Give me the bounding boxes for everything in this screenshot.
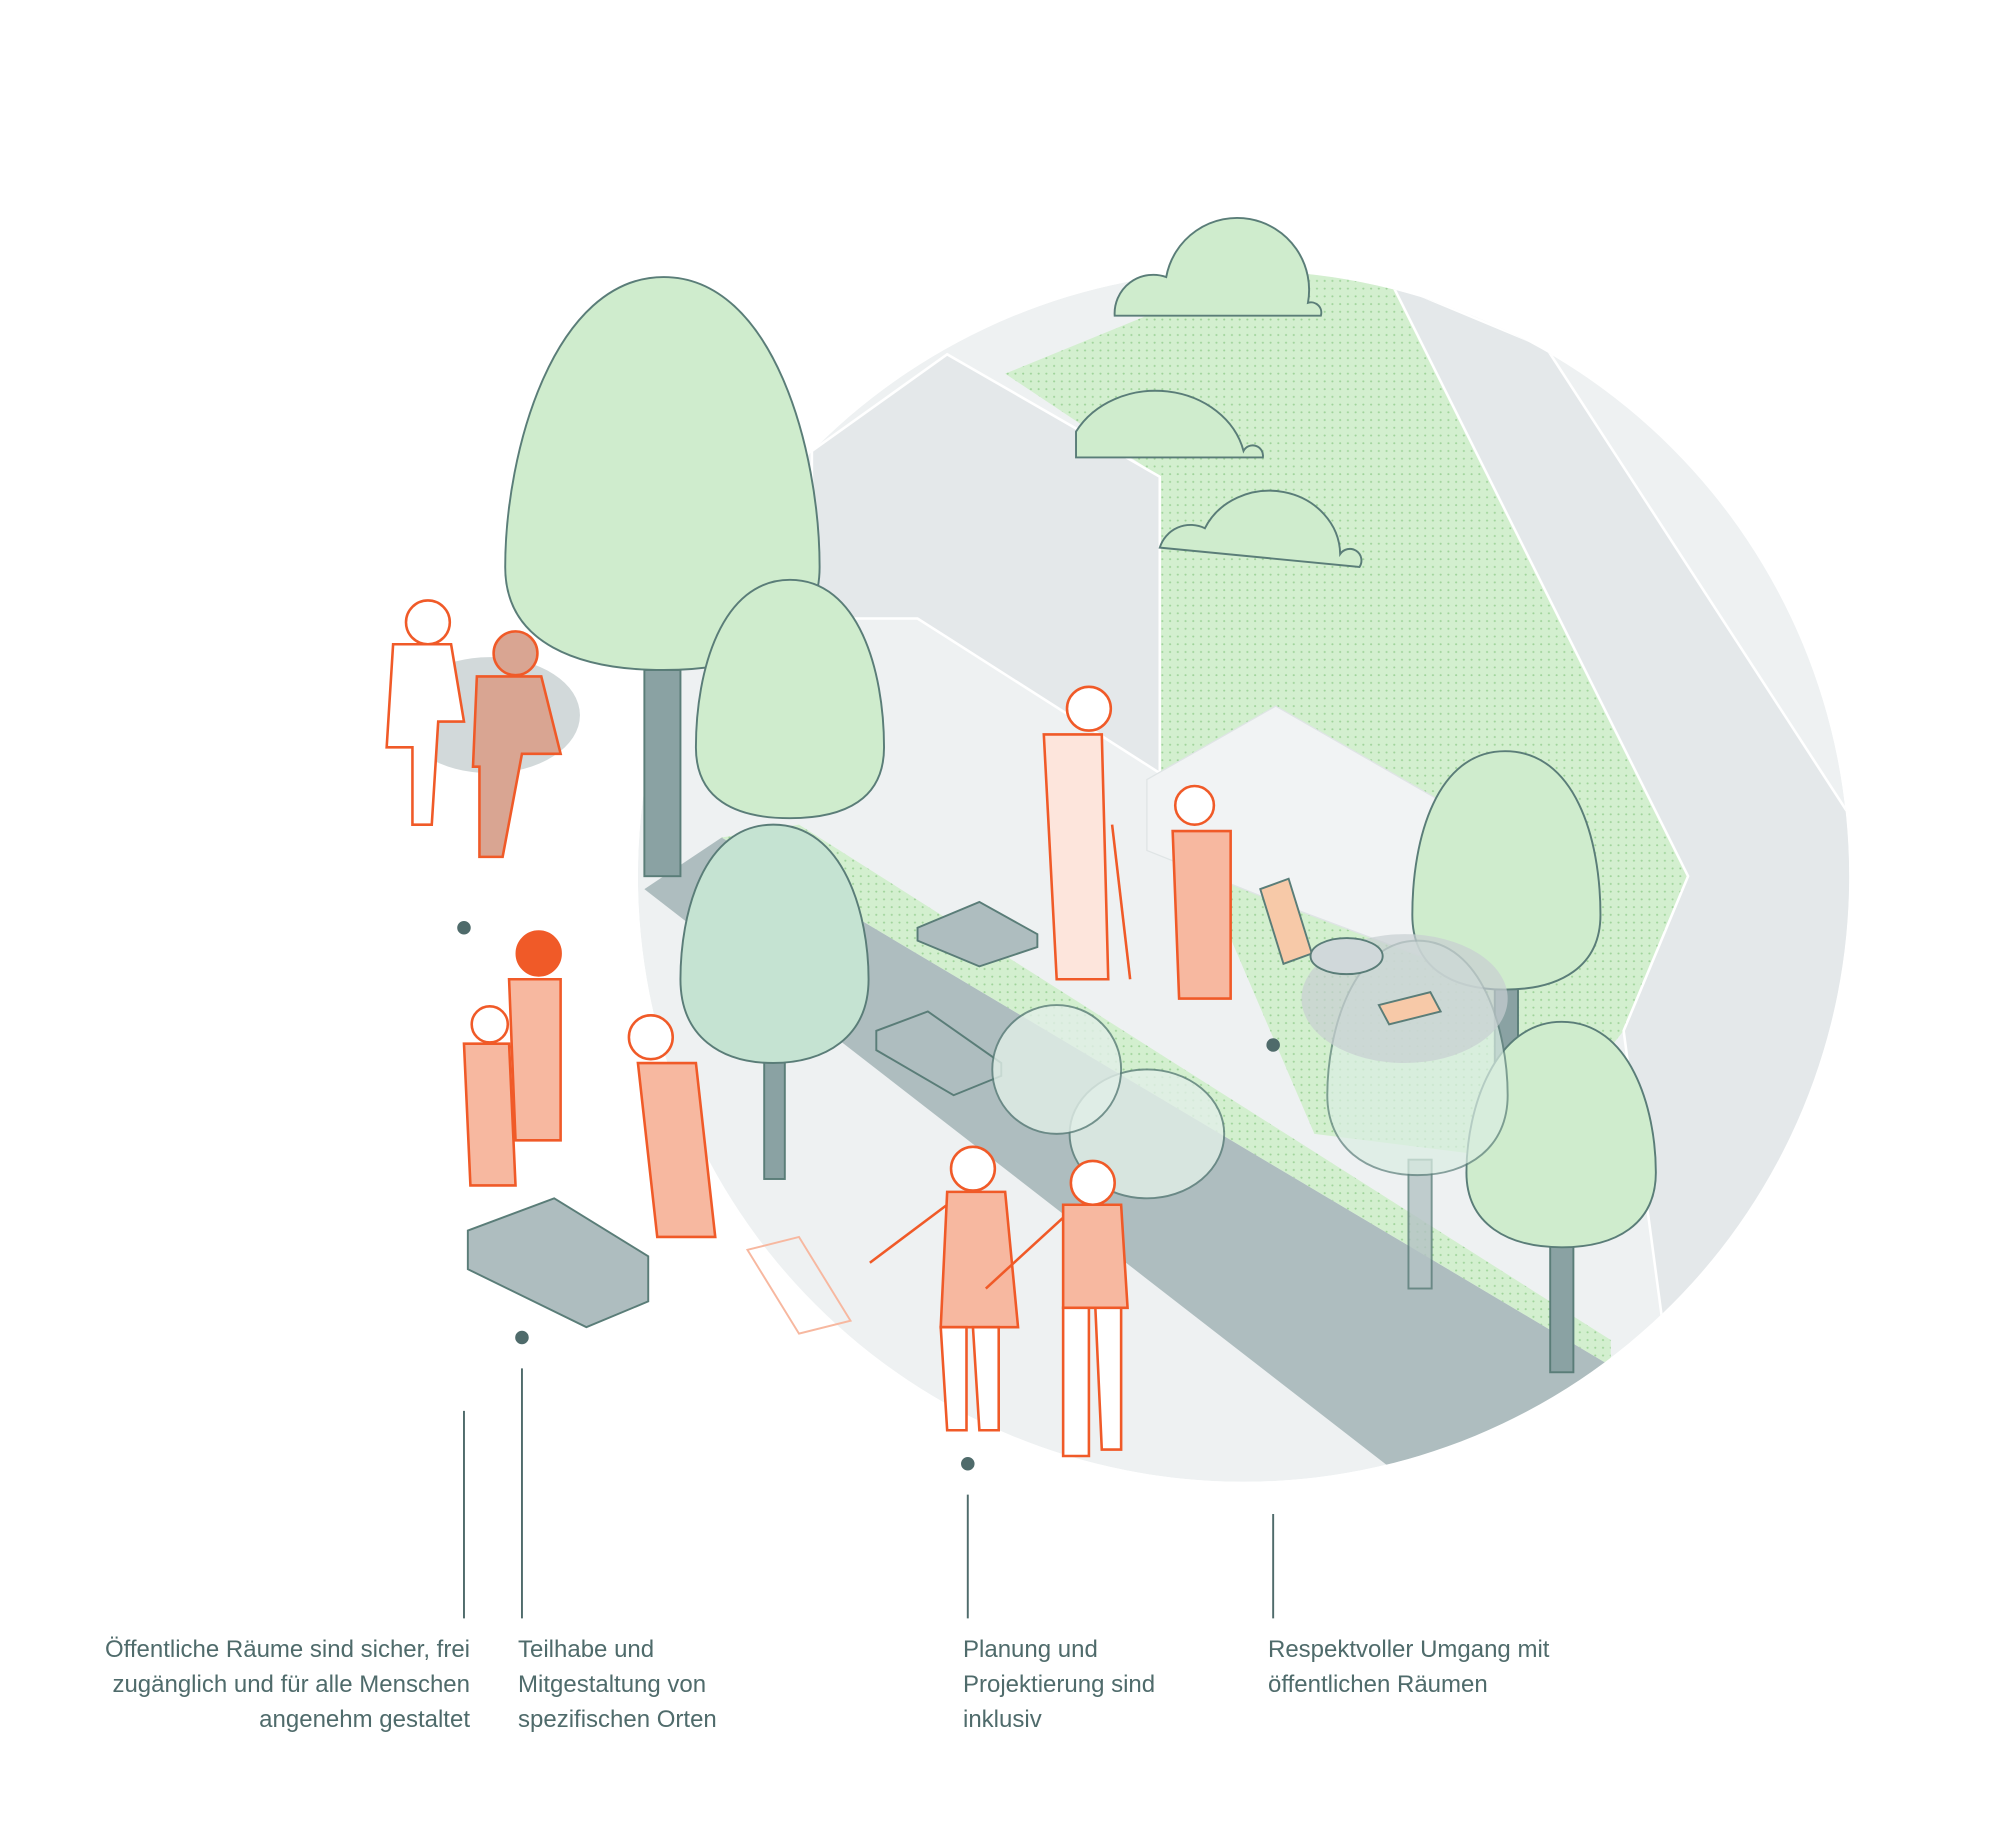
caption-line: angenehm gestaltet — [259, 1706, 470, 1733]
caption-line: spezifischen Orten — [518, 1706, 717, 1733]
caption-line: öffentlichen Räumen — [1268, 1671, 1488, 1698]
caption-respectful-use: Respektvoller Umgang mit öffentlichen Rä… — [1268, 1632, 1549, 1702]
person-pointing-1 — [869, 1145, 1020, 1432]
marker-dot-1 — [457, 920, 471, 935]
person-watering — [627, 1014, 717, 1239]
bushes — [1075, 216, 1363, 568]
marker-dot-4 — [1266, 1038, 1280, 1052]
caption-inclusive-planning: Planung und Projektierung sind inklusiv — [963, 1632, 1155, 1737]
person-pointing-2 — [984, 1159, 1129, 1458]
caption-line: Öffentliche Räume sind sicher, frei — [104, 1636, 470, 1663]
caption-safe-spaces: Öffentliche Räume sind sicher, frei zugä… — [105, 1632, 470, 1737]
hopscotch — [745, 1235, 853, 1335]
girl — [507, 930, 562, 1142]
caption-line: Projektierung sind — [963, 1671, 1156, 1698]
person-sitting-1 — [385, 599, 466, 826]
caption-line: Mitgestaltung von — [518, 1671, 707, 1698]
caption-line: Respektvoller Umgang mit — [1268, 1636, 1550, 1663]
marker-dot-3 — [961, 1456, 975, 1471]
caption-line: zugänglich und für alle Menschen — [112, 1671, 470, 1698]
child-1 — [462, 1005, 517, 1187]
caption-line: Planung und — [963, 1636, 1098, 1663]
cafe-chairs — [1259, 877, 1443, 1026]
planters — [466, 900, 1226, 1329]
callout-markers — [457, 920, 1280, 1619]
old-man — [1042, 685, 1132, 981]
person-sitting-2 — [471, 630, 563, 859]
marker-dot-2 — [515, 1330, 529, 1345]
people — [385, 599, 1232, 1458]
caption-participation: Teilhabe und Mitgestaltung von spezifisc… — [518, 1632, 717, 1737]
caption-line: Teilhabe und — [518, 1636, 655, 1663]
child-flowers — [1171, 784, 1232, 1000]
caption-line: inklusiv — [963, 1706, 1042, 1733]
